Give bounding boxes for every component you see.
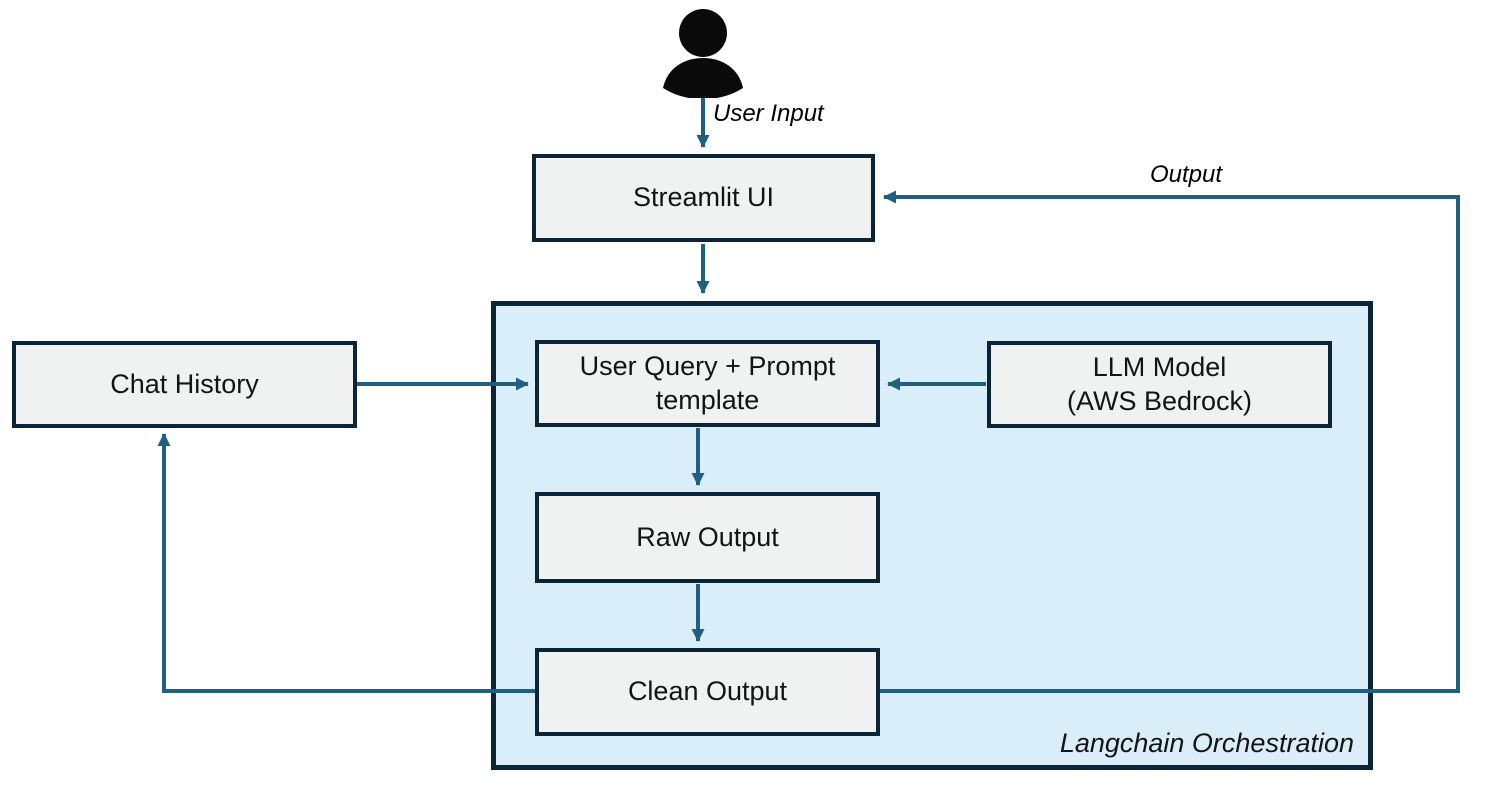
node-raw-output-label: Raw Output <box>636 521 779 552</box>
node-chat-history-label: Chat History <box>110 368 259 399</box>
node-user-query-label-line1: User Query + Prompt <box>579 350 836 381</box>
node-llm-label-line2: (AWS Bedrock) <box>1066 385 1253 416</box>
output-edge-label: Output <box>1150 161 1223 188</box>
node-raw-output: Raw Output <box>535 492 880 583</box>
node-chat-history: Chat History <box>12 341 357 428</box>
langchain-orchestration-label: Langchain Orchestration <box>1059 728 1354 758</box>
node-streamlit-ui: Streamlit UI <box>532 154 875 242</box>
node-llm-label-line1: LLM Model <box>1092 351 1227 382</box>
node-streamlit-ui-label: Streamlit UI <box>632 182 775 213</box>
node-llm-model-aws-bedrock: LLM Model (AWS Bedrock) <box>987 341 1332 428</box>
node-clean-output: Clean Output <box>535 648 880 736</box>
node-user-query-prompt-template: User Query + Prompt template <box>535 340 880 427</box>
user-person-icon <box>663 9 743 98</box>
node-user-query-label-line2: template <box>655 384 760 415</box>
user-input-edge-label: User Input <box>713 100 824 127</box>
node-clean-output-label: Clean Output <box>627 676 788 707</box>
edge-cleanoutput-to-chathistory <box>157 433 536 693</box>
